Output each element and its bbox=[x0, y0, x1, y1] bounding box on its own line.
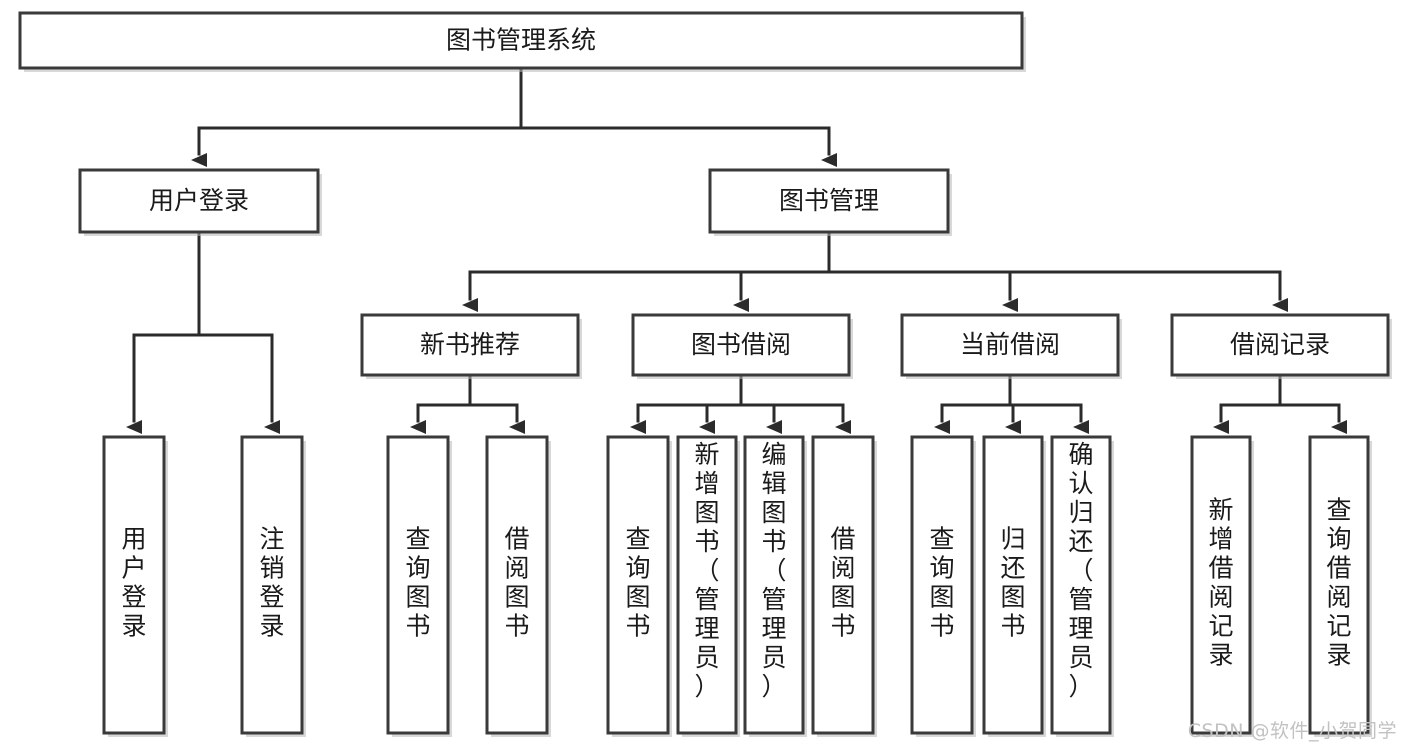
node-box[interactable] bbox=[631, 313, 851, 377]
node-borrow-record[interactable]: 借阅记录 bbox=[1170, 313, 1392, 379]
node-book-borrow[interactable]: 图书借阅 bbox=[631, 313, 853, 379]
node-leaf-query-borrow-record[interactable]: 查询借阅记录 bbox=[1308, 435, 1372, 737]
node-label: 当前借阅 bbox=[960, 330, 1060, 359]
node-leaf-add-book-admin[interactable]: 新增图书（管理员） bbox=[676, 435, 740, 737]
node-label: 查询借阅记录 bbox=[1326, 496, 1351, 670]
node-box[interactable] bbox=[1308, 435, 1370, 735]
node-label: 注销登录 bbox=[259, 525, 284, 641]
node-leaf-query-book-borrow[interactable]: 查询图书 bbox=[606, 435, 672, 737]
node-label: 新增借阅记录 bbox=[1208, 496, 1233, 670]
node-label: 查询图书 bbox=[625, 525, 650, 641]
node-label: 借阅记录 bbox=[1230, 330, 1330, 359]
node-leaf-borrow-book[interactable]: 借阅图书 bbox=[811, 435, 877, 737]
node-box[interactable] bbox=[811, 435, 875, 735]
node-label: 图书管理系统 bbox=[446, 26, 596, 55]
node-box[interactable] bbox=[360, 313, 580, 377]
node-book-manage[interactable]: 图书管理 bbox=[708, 168, 952, 236]
node-box[interactable] bbox=[1170, 313, 1390, 377]
node-label: 用户登录 bbox=[121, 525, 146, 641]
node-box[interactable] bbox=[606, 435, 670, 735]
node-box[interactable] bbox=[676, 435, 738, 735]
connector-layer bbox=[126, 66, 1347, 434]
node-box[interactable] bbox=[1190, 435, 1252, 735]
node-label: 图书借阅 bbox=[691, 330, 791, 359]
node-leaf-add-borrow-record[interactable]: 新增借阅记录 bbox=[1190, 435, 1254, 737]
node-label: 借阅图书 bbox=[504, 525, 529, 641]
node-label: 查询图书 bbox=[405, 525, 430, 641]
node-leaf-confirm-return-admin[interactable]: 确认归还（管理员） bbox=[1050, 435, 1114, 737]
node-leaf-edit-book-admin[interactable]: 编辑图书（管理员） bbox=[743, 435, 807, 737]
node-layer: 图书管理系统用户登录图书管理新书推荐图书借阅当前借阅借阅记录用户登录注销登录查询… bbox=[18, 11, 1392, 737]
node-box[interactable] bbox=[386, 435, 450, 735]
node-label: 新增图书（管理员） bbox=[694, 440, 719, 701]
watermark-label: CSDN @软件_小贺同学 bbox=[1187, 720, 1397, 742]
node-box[interactable] bbox=[240, 435, 304, 735]
node-box[interactable] bbox=[1050, 435, 1112, 735]
node-box[interactable] bbox=[18, 11, 1024, 70]
node-box[interactable] bbox=[743, 435, 805, 735]
node-box[interactable] bbox=[910, 435, 974, 735]
node-leaf-query-book-recommend[interactable]: 查询图书 bbox=[386, 435, 452, 737]
node-box[interactable] bbox=[102, 435, 166, 735]
node-leaf-query-book-current[interactable]: 查询图书 bbox=[910, 435, 976, 737]
node-label: 新书推荐 bbox=[420, 330, 520, 359]
node-label: 借阅图书 bbox=[830, 525, 855, 641]
node-current-borrow[interactable]: 当前借阅 bbox=[900, 313, 1122, 379]
node-label: 图书管理 bbox=[779, 186, 879, 215]
node-label: 编辑图书（管理员） bbox=[761, 440, 786, 701]
node-leaf-return-book[interactable]: 归还图书 bbox=[982, 435, 1046, 737]
node-root[interactable]: 图书管理系统 bbox=[18, 11, 1026, 72]
node-leaf-logout[interactable]: 注销登录 bbox=[240, 435, 306, 737]
node-leaf-user-login[interactable]: 用户登录 bbox=[102, 435, 168, 737]
node-box[interactable] bbox=[485, 435, 549, 735]
node-box[interactable] bbox=[708, 168, 950, 234]
node-box[interactable] bbox=[78, 168, 320, 234]
node-box[interactable] bbox=[982, 435, 1044, 735]
node-label: 归还图书 bbox=[1000, 525, 1025, 641]
node-user-login[interactable]: 用户登录 bbox=[78, 168, 322, 236]
node-label: 确认归还（管理员） bbox=[1068, 440, 1093, 701]
node-new-book-recommend[interactable]: 新书推荐 bbox=[360, 313, 582, 379]
node-leaf-borrow-book-recommend[interactable]: 借阅图书 bbox=[485, 435, 551, 737]
node-box[interactable] bbox=[900, 313, 1120, 377]
node-label: 查询图书 bbox=[929, 525, 954, 641]
node-label: 用户登录 bbox=[149, 186, 249, 215]
